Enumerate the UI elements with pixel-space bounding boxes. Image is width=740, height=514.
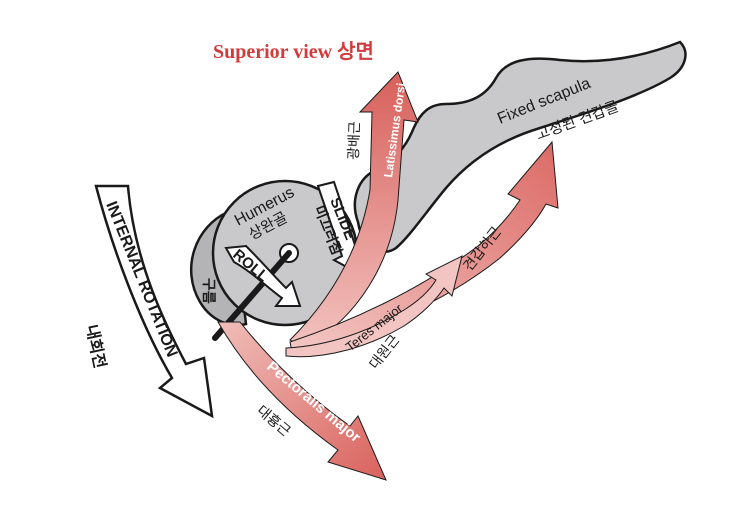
scapula-shape xyxy=(353,40,687,253)
latissimus-dorsi-arrow xyxy=(289,71,419,349)
latissimus-dorsi-kr-label: 광배근 xyxy=(345,121,362,160)
diagram-title: Superior view 상면 xyxy=(213,40,374,63)
internal-rotation-kr-label: 내회전 xyxy=(82,323,110,370)
internal-rotation-arrow xyxy=(94,184,214,419)
internal-rotation-label: INTERNAL ROTATION xyxy=(102,199,180,359)
pectoralis-major-arrow xyxy=(217,321,387,481)
roll-kr-label: 구름 xyxy=(201,278,217,304)
teres-major-arrow xyxy=(285,255,463,358)
roll-arrow xyxy=(224,244,302,307)
humerus-head xyxy=(190,179,359,341)
